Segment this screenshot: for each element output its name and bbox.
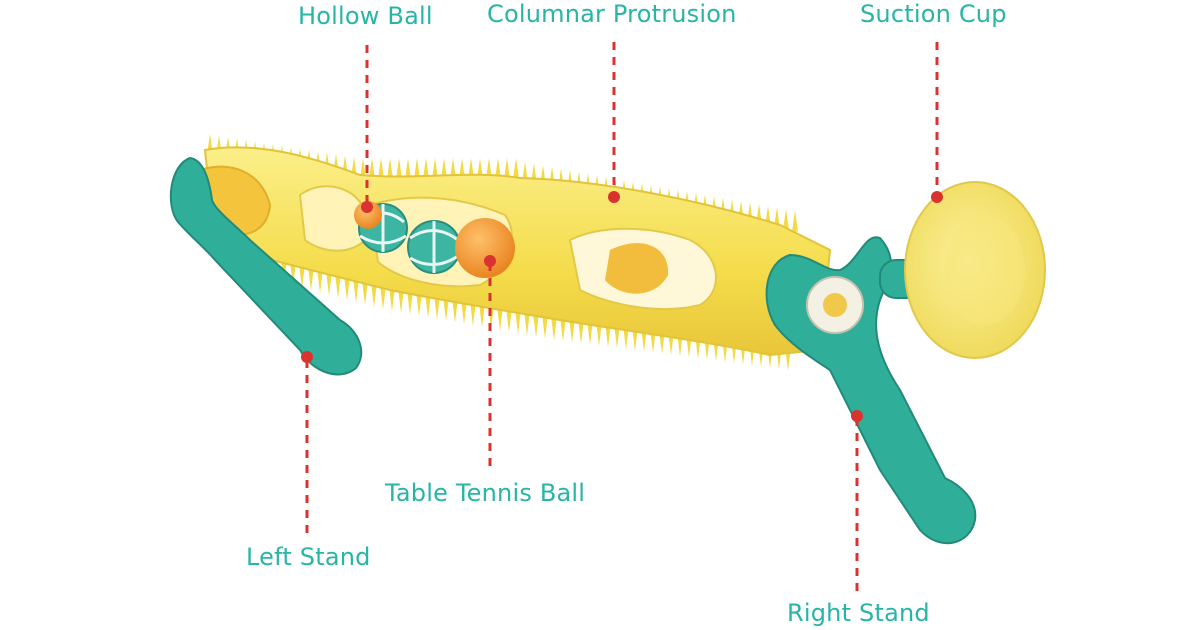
marker-dot-left-stand [301,351,313,363]
spike [443,296,449,322]
spike [468,158,474,179]
spike [513,158,519,179]
left-stand-shape [169,156,363,376]
spike [792,210,798,232]
spike [387,158,393,179]
spike [441,158,447,179]
spike [486,158,492,179]
spike [506,307,512,333]
spike [290,261,296,287]
spike [360,158,366,179]
spike [308,265,314,291]
spike [461,299,467,325]
spike [416,291,422,317]
marker-dot-columnar-protrusion [608,191,620,203]
spike [299,263,305,289]
spike [450,158,456,179]
spike [551,315,557,341]
spike [783,208,789,230]
spike [542,313,548,339]
spike [479,302,485,328]
spike [497,305,503,331]
spike [362,280,368,305]
marker-dot-hollow-ball [361,201,373,213]
label-table-tennis-ball: Table Tennis Ball [385,479,586,507]
spike [389,286,395,312]
spike [515,309,521,335]
spike [396,158,402,179]
orange-ball-small [354,201,382,229]
label-suction-cup: Suction Cup [860,0,1007,28]
spike [560,316,566,342]
hollow-ball-group [358,203,461,274]
spike [405,158,411,179]
spike [434,294,440,320]
table-tennis-ball-shape [455,218,515,278]
marker-dot-suction-cup [931,191,943,203]
spike [459,158,465,179]
marker-dot-right-stand [851,410,863,422]
spike [371,282,377,308]
spike [353,277,359,303]
spike [587,319,593,345]
spike [378,158,384,179]
spike [407,289,413,315]
spike [524,310,530,336]
spike [414,158,420,179]
spike [317,268,323,294]
spike [335,272,341,298]
spike [477,158,483,179]
spike [578,318,584,344]
spike [380,284,386,310]
spike [425,292,431,318]
spike [369,158,375,179]
spike [344,275,350,301]
label-hollow-ball: Hollow Ball [298,2,433,30]
spike [452,297,458,323]
label-columnar-protrusion: Columnar Protrusion [487,0,737,28]
inner-bump [605,243,669,294]
spike [432,158,438,179]
spike [504,158,510,179]
spike [398,287,404,313]
spike [533,312,539,338]
spike [495,158,501,179]
spike [569,317,575,343]
marker-dot-table-tennis-ball [484,255,496,267]
spike [470,300,476,326]
spike [423,158,429,179]
label-right-stand: Right Stand [787,599,930,627]
label-left-stand: Left Stand [246,543,371,571]
spike [326,270,332,296]
